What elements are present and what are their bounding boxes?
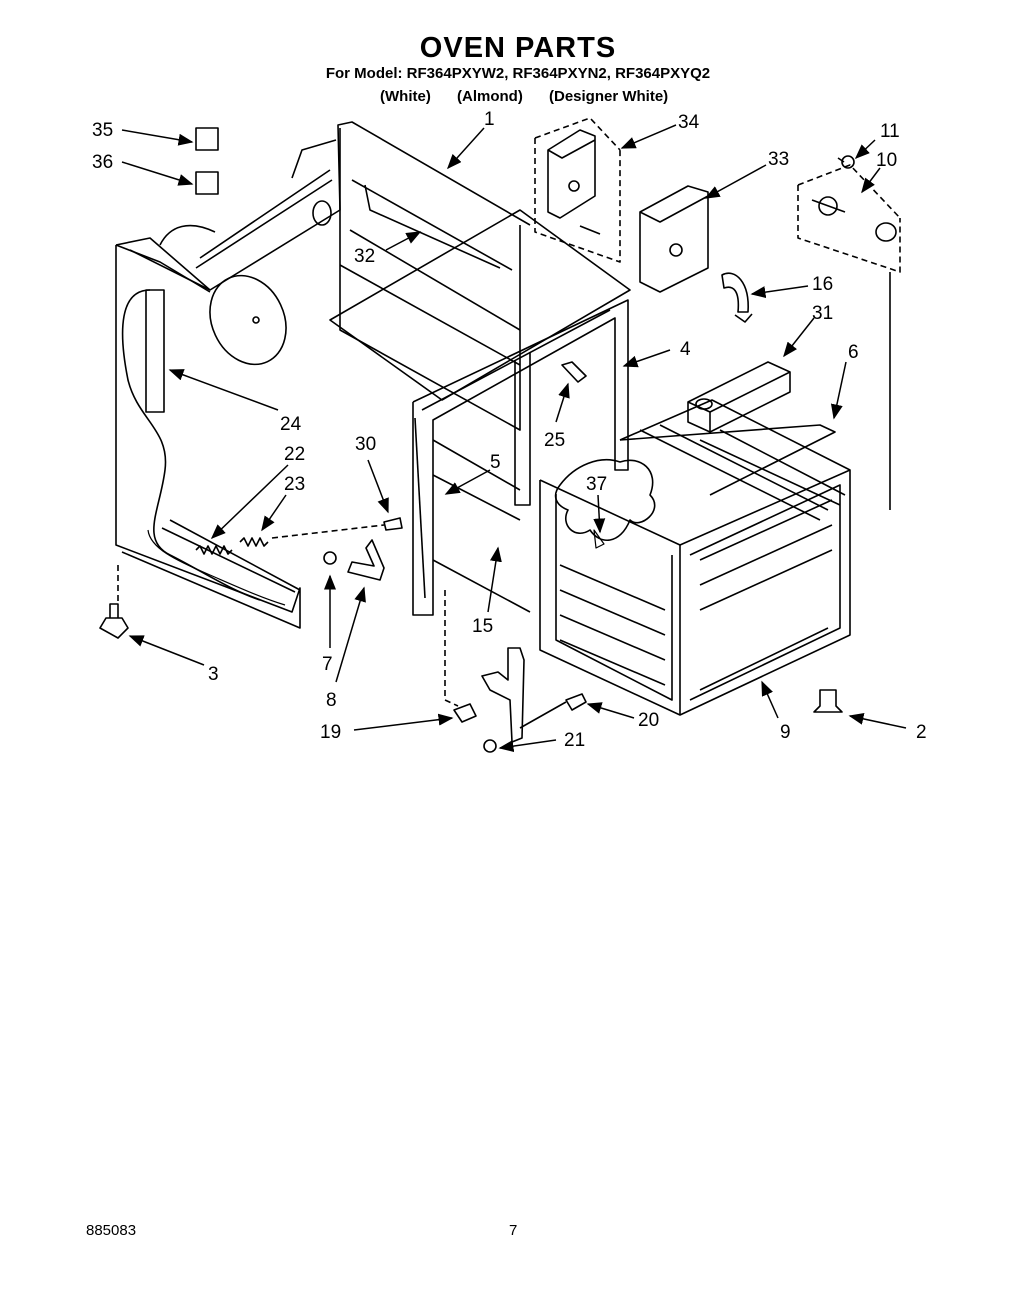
callout-5: 5 bbox=[490, 452, 501, 473]
callout-7: 7 bbox=[322, 654, 333, 675]
leveling-leg bbox=[99, 603, 129, 639]
oven-liner bbox=[539, 399, 851, 716]
left-side-panel bbox=[115, 121, 531, 629]
model-line: For Model: RF364PXYW2, RF364PXYN2, RF364… bbox=[325, 65, 711, 82]
callout-31: 31 bbox=[812, 303, 833, 324]
callout-37: 37 bbox=[586, 474, 607, 495]
callout-25: 25 bbox=[544, 430, 565, 451]
rear-panel bbox=[329, 128, 631, 431]
screw-30 bbox=[383, 517, 403, 531]
callout-34: 34 bbox=[678, 112, 700, 133]
bracket-8 bbox=[347, 539, 385, 581]
clip-36 bbox=[195, 171, 219, 195]
document-code: 885083 bbox=[86, 1222, 137, 1239]
callout-19: 19 bbox=[320, 722, 341, 743]
callout-1: 1 bbox=[484, 109, 495, 130]
latch-bracket bbox=[481, 647, 525, 743]
callout-2: 2 bbox=[916, 722, 927, 743]
callout-10: 10 bbox=[876, 150, 897, 171]
elbow-tube bbox=[721, 272, 749, 313]
orifice-fitting bbox=[561, 361, 587, 383]
callout-8: 8 bbox=[326, 690, 337, 711]
callout-3: 3 bbox=[208, 664, 219, 685]
callout-6: 6 bbox=[848, 342, 859, 363]
nut-7 bbox=[323, 551, 337, 565]
callout-23: 23 bbox=[284, 474, 305, 495]
callout-32: 32 bbox=[354, 246, 375, 267]
callout-24: 24 bbox=[280, 414, 302, 435]
model-variants: (White) (Almond) (Designer White) bbox=[380, 88, 690, 105]
washer-21 bbox=[483, 739, 497, 753]
burner-box bbox=[687, 361, 791, 433]
page-title: OVEN PARTS bbox=[419, 32, 617, 64]
callout-20: 20 bbox=[638, 710, 659, 731]
variant-designer-white: (Designer White) bbox=[549, 88, 669, 105]
callout-33: 33 bbox=[768, 149, 789, 170]
leg-cap bbox=[813, 689, 843, 713]
screw-20 bbox=[519, 693, 587, 729]
variant-almond: (Almond) bbox=[457, 88, 523, 105]
callout-16: 16 bbox=[812, 274, 833, 295]
page-number: 7 bbox=[509, 1222, 518, 1239]
thermostat-assembly bbox=[797, 155, 901, 510]
callout-35: 35 bbox=[92, 120, 113, 141]
spring-23 bbox=[239, 537, 269, 547]
insulation-patch bbox=[554, 458, 656, 542]
callout-11: 11 bbox=[880, 121, 900, 142]
latch-hook-19 bbox=[453, 703, 477, 723]
bake-element bbox=[619, 424, 846, 521]
callout-22: 22 bbox=[284, 444, 305, 465]
callout-21: 21 bbox=[564, 730, 585, 751]
spring-22 bbox=[195, 545, 233, 555]
side-plate bbox=[639, 185, 709, 293]
callout-4: 4 bbox=[680, 339, 691, 360]
callout-36: 36 bbox=[92, 152, 113, 173]
wiring-harness bbox=[121, 289, 261, 601]
clip-35 bbox=[195, 127, 219, 151]
variant-white: (White) bbox=[380, 88, 431, 105]
callout-15: 15 bbox=[472, 616, 493, 637]
bracket-assembly bbox=[534, 117, 621, 263]
callout-30: 30 bbox=[355, 434, 376, 455]
callout-9: 9 bbox=[780, 722, 791, 743]
